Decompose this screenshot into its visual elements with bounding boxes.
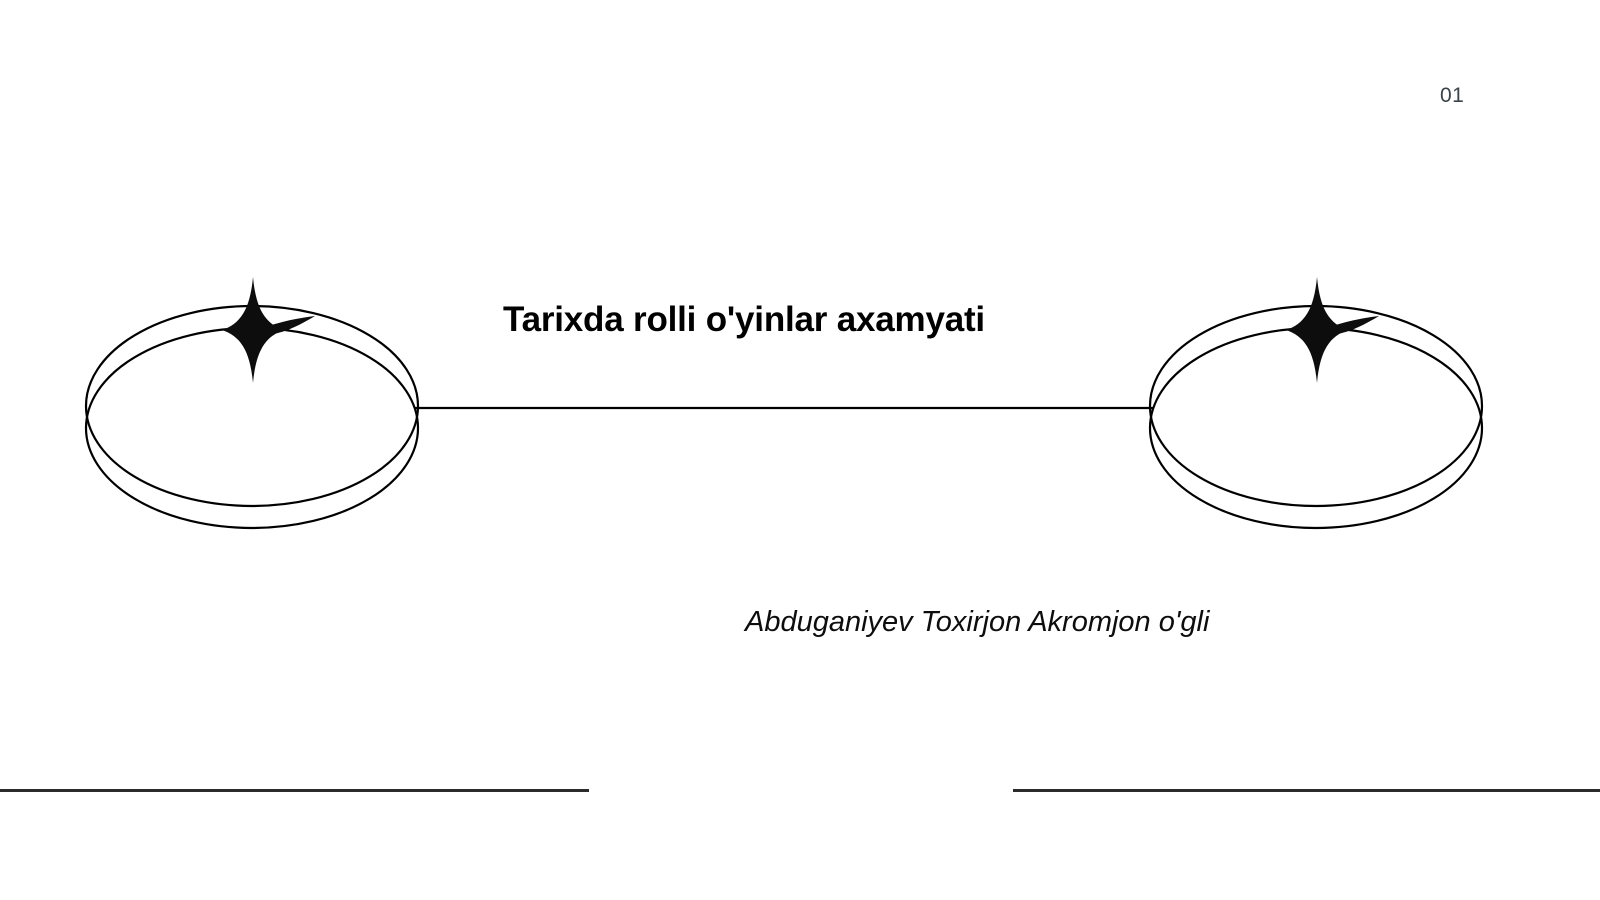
page-number: 01 xyxy=(1440,84,1465,107)
right-ellipse-ornament xyxy=(1148,277,1484,530)
right-sparkle-horizontal-icon xyxy=(1317,316,1379,335)
right-sparkle-icon xyxy=(1286,277,1348,383)
left-ellipse-lower xyxy=(84,326,420,530)
right-ellipse-lower xyxy=(1148,326,1484,530)
left-ellipse-upper xyxy=(84,304,420,508)
right-ellipse-upper xyxy=(1148,304,1484,508)
left-ellipse-ornament xyxy=(84,277,420,530)
left-sparkle-icon xyxy=(222,277,284,383)
author-name: Abduganiyev Toxirjon Akromjon o'gli xyxy=(745,606,1210,638)
page-title: Tarixda rolli o'yinlar axamyati xyxy=(503,300,985,340)
bottom-rule-right xyxy=(1013,789,1600,792)
left-sparkle-horizontal-icon xyxy=(253,316,315,335)
bottom-rule-left xyxy=(0,789,589,792)
